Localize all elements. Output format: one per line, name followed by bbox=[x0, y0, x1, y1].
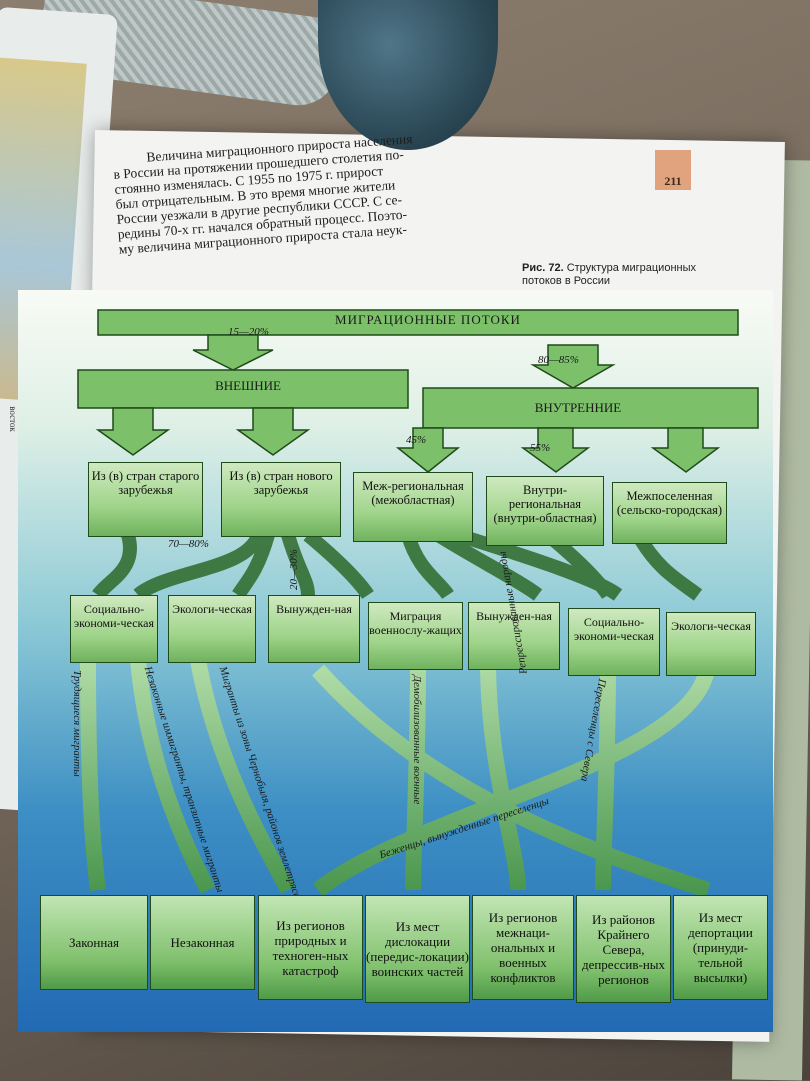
level2-box: Меж-региональная (межобластная) bbox=[353, 472, 473, 542]
share-external: 15—20% bbox=[228, 326, 269, 338]
share-internal: 80—85% bbox=[538, 354, 579, 366]
level3-box: Миграция военнослу-жащих bbox=[368, 602, 463, 670]
diagram-title: МИГРАЦИОННЫЕ ПОТОКИ bbox=[335, 312, 521, 327]
flow-arrows bbox=[77, 309, 759, 898]
figure-caption: Рис. 72. Структура миграционных потоков … bbox=[522, 262, 702, 288]
level2-box: Внутри-региональная (внутри-областная) bbox=[486, 476, 604, 546]
caption-label: Рис. 72. bbox=[522, 262, 564, 274]
share-intraregional: 55% bbox=[530, 442, 551, 454]
level2-box: Межпоселенная (сельско-городская) bbox=[612, 482, 727, 544]
level3-box: Вынужден-ная bbox=[468, 602, 560, 670]
bottom-box: Из мест дислокации (передис-локации) вои… bbox=[365, 895, 470, 1003]
level3-box: Вынужден-ная bbox=[268, 595, 360, 663]
share-new-abroad: 70—80% bbox=[168, 538, 209, 550]
bottom-box: Из районов Крайнего Севера, депрессив-ны… bbox=[576, 895, 671, 1003]
level2-box: Из (в) стран нового зарубежья bbox=[221, 462, 341, 537]
bottom-box: Из мест депортации (принуди-тельной высы… bbox=[673, 895, 768, 1000]
flow-label: Демобилизованные военные bbox=[411, 675, 423, 805]
level3-box: Социально-экономи-ческая bbox=[70, 595, 158, 663]
share-forced: 20—30% bbox=[288, 549, 300, 590]
level2-box: Из (в) стран старого зарубежья bbox=[88, 462, 203, 537]
internal-label: ВНУТРЕННИЕ bbox=[534, 400, 622, 415]
map-label: восток bbox=[7, 406, 18, 432]
bottom-box: Незаконная bbox=[150, 895, 255, 990]
bottom-box: Из регионов межнаци-ональных и военных к… bbox=[472, 895, 574, 1000]
external-label: ВНЕШНИЕ bbox=[215, 378, 281, 393]
bottom-box: Из регионов природных и техноген-ных кат… bbox=[258, 895, 363, 1000]
level3-box: Экологи-ческая bbox=[168, 595, 256, 663]
share-interregional: 45% bbox=[406, 434, 427, 446]
caption-text: Структура миграционных потоков в России bbox=[522, 262, 697, 287]
level3-box: Социально-экономи-ческая bbox=[568, 608, 660, 676]
bottom-box: Законная bbox=[40, 895, 148, 990]
flow-label: Трудящиеся мигранты bbox=[71, 670, 83, 777]
page-number: 211 bbox=[655, 150, 691, 190]
level3-box: Экологи-ческая bbox=[666, 612, 756, 676]
migration-diagram: МИГРАЦИОННЫЕ ПОТОКИ 15—20% 80—85% ВНЕШНИ… bbox=[18, 290, 773, 1032]
